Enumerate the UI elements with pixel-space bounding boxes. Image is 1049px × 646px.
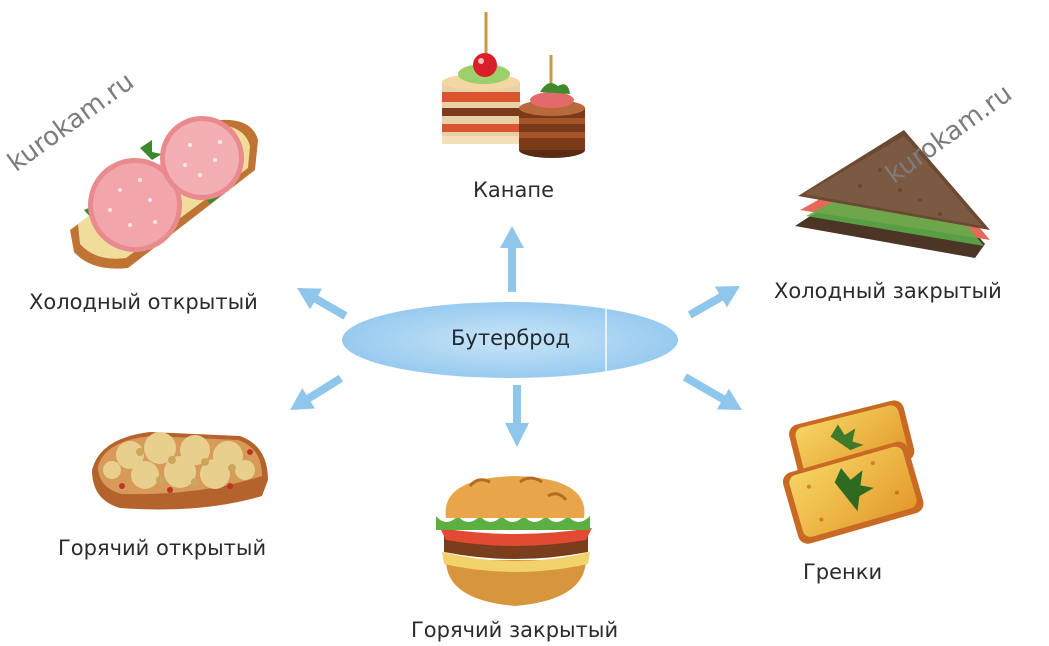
label-canape: Канапе [473,178,555,202]
canape-illustration [442,12,585,158]
label-cold-open: Холодный открытый [29,290,258,314]
arrow-down-left [290,374,344,410]
label-cold-closed: Холодный закрытый [774,279,1002,303]
arrow-down-right [682,373,742,410]
center-ellipse [342,302,678,378]
cold-closed-illustration [795,130,990,258]
hot-closed-illustration [436,476,592,606]
label-hot-closed: Горячий закрытый [411,618,619,642]
arrows [290,226,742,447]
arrow-up-left [297,288,348,320]
label-toasts: Гренки [803,560,883,584]
label-hot-open: Горячий открытый [58,536,267,560]
toasts-illustration [782,400,924,544]
arrow-down [505,385,529,447]
arrow-up-right [687,286,740,319]
cold-open-illustration [70,116,258,269]
hot-open-illustration [92,432,268,510]
center-label: Бутерброд [451,326,570,350]
arrow-up [500,226,524,292]
